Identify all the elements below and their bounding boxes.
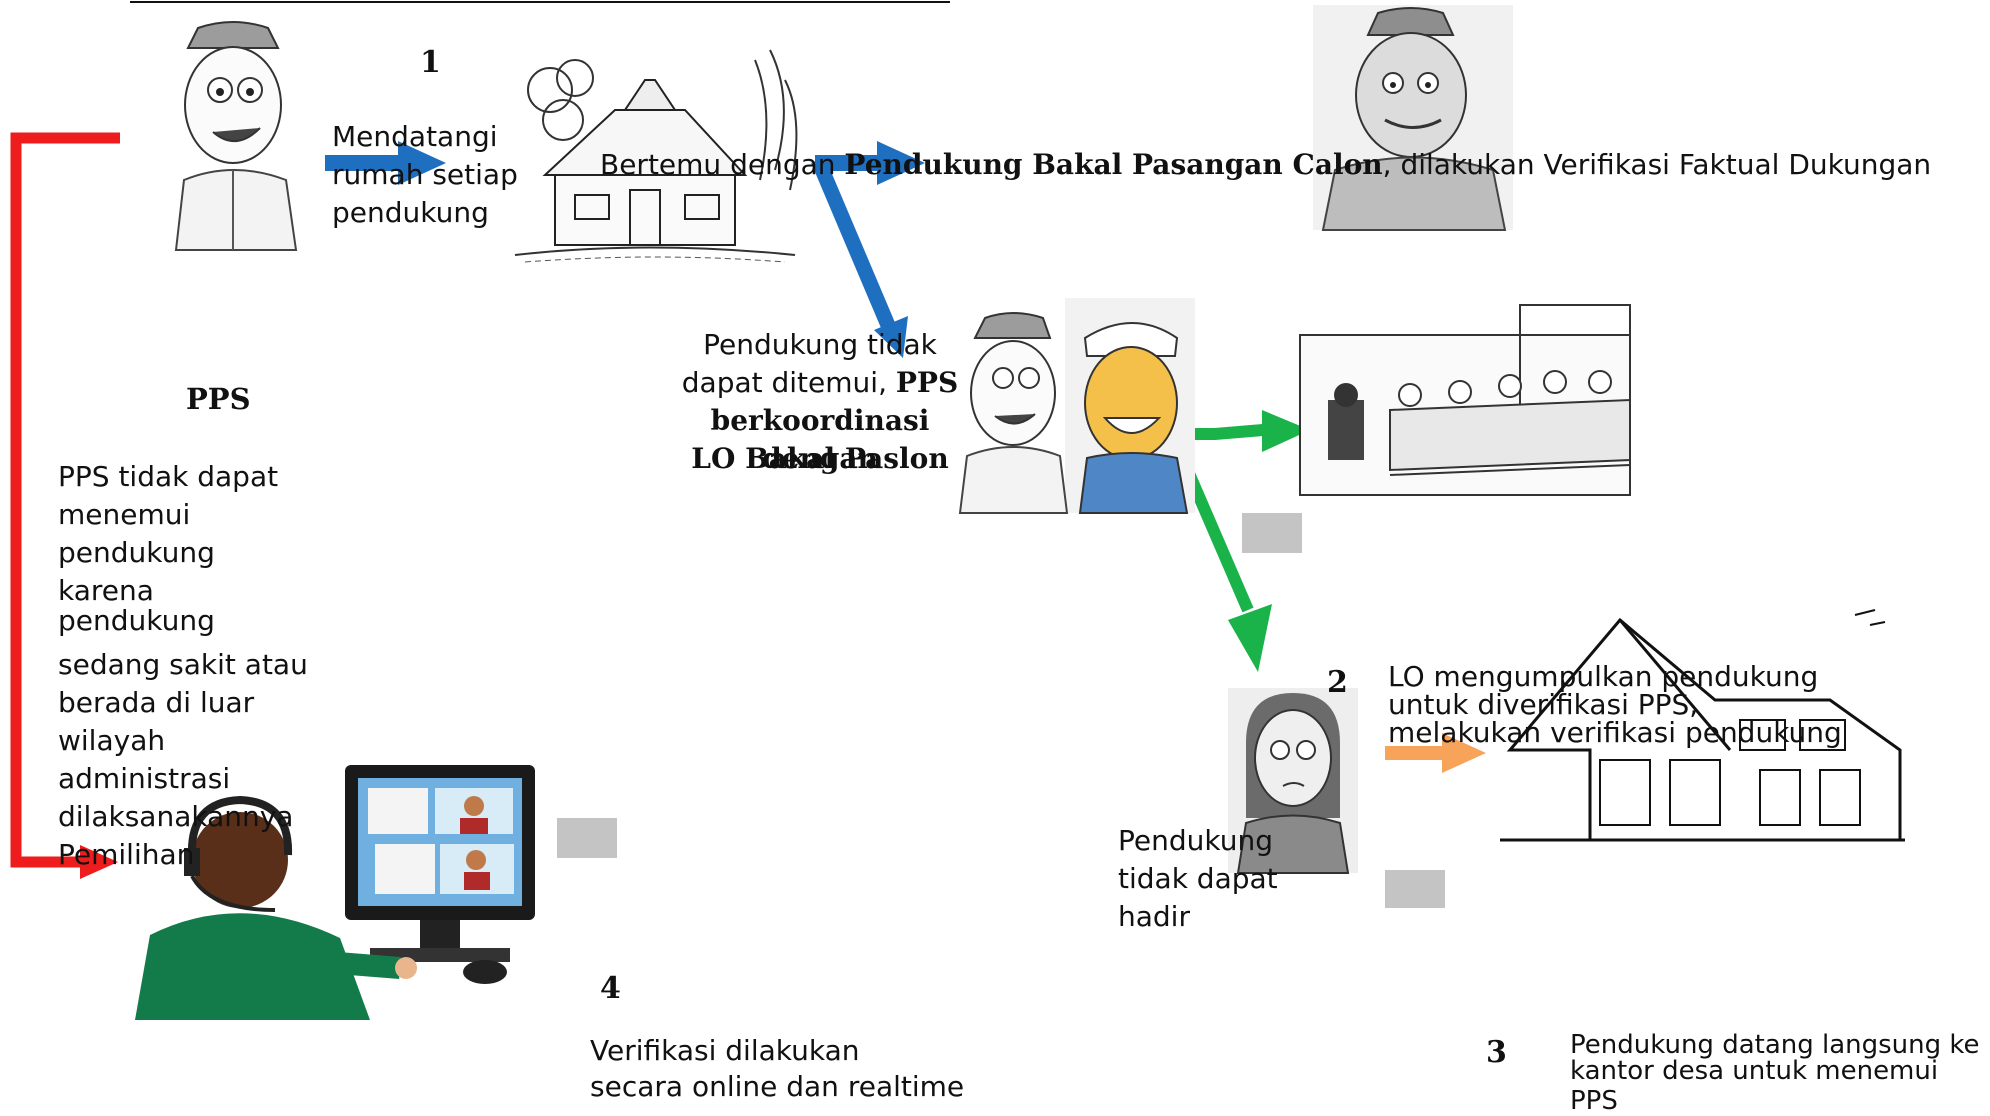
meet-text-post: , dilakukan Verifikasi Faktual Dukungan — [1382, 148, 1932, 181]
visit-text-line2: rumah setiap — [332, 158, 518, 191]
blue-arrow-meet — [815, 155, 880, 171]
step-number-3: 3 — [1486, 1035, 1507, 1070]
not-met-line3: berkoordinasi dengan — [710, 404, 930, 475]
cannot-meet-line: berada di luar — [58, 686, 255, 719]
meet-text: Bertemu dengan Pendukung Bakal Pasangan … — [600, 146, 1931, 184]
blue-arrow-meet-head — [877, 141, 925, 185]
not-met-line2: dapat ditemui, PPS — [680, 364, 960, 402]
cannot-meet-line: karena — [58, 574, 154, 607]
cannot-meet-line: administrasi — [58, 762, 231, 795]
orange-arrow-head — [1442, 733, 1486, 773]
step-number-1: 1 — [420, 45, 441, 80]
office-text-line: kantor desa untuk menemui PPS — [1570, 1056, 1939, 1116]
coordination-men-icon — [958, 298, 1195, 514]
blue-arrow-visit-head — [398, 141, 446, 185]
online-text-line: Verifikasi dilakukan — [590, 1034, 860, 1067]
lo-text-line: melakukan verifikasi pendukung — [1388, 716, 1842, 749]
cannot-meet-line: Pemilihan — [58, 838, 195, 871]
step-number-4: 4 — [600, 971, 621, 1006]
woman-icon — [1228, 688, 1358, 874]
not-met-line2-pre: dapat ditemui, — [681, 366, 896, 399]
green-arrow-absent-head — [1228, 604, 1272, 672]
visit-text-line3: pendukung — [332, 196, 489, 229]
absent-text-line: Pendukung — [1118, 824, 1273, 857]
placeholder-box-online — [557, 818, 617, 858]
placeholder-box-office — [1385, 870, 1445, 908]
meet-text-pre: Bertemu dengan — [600, 148, 845, 181]
pps-label: PPS — [186, 382, 251, 416]
cannot-meet-line: pendukung — [58, 536, 215, 569]
cannot-meet-line: wilayah — [58, 724, 166, 757]
blue-arrow-not-met-head — [874, 316, 908, 358]
placeholder-box-meeting — [1242, 513, 1302, 553]
cannot-meet-line: dilaksanakannya — [58, 800, 294, 833]
lo-text-line: untuk diverifikasi PPS, — [1388, 688, 1699, 721]
javanese-house-icon — [514, 49, 798, 263]
cannot-meet-line: PPS tidak dapat — [58, 460, 279, 493]
meeting-room-icon — [1299, 300, 1640, 500]
old-man-icon — [1313, 5, 1513, 231]
cannot-meet-line: menemui — [58, 498, 191, 531]
step-number-2: 2 — [1327, 665, 1348, 700]
man-cap-icon — [174, 21, 298, 251]
not-met-line1: Pendukung tidak — [703, 328, 937, 361]
red-arrow-head — [80, 845, 118, 879]
lo-text-line: LO mengumpulkan pendukung — [1388, 660, 1819, 693]
not-met-line4: LO Bakal Paslon — [691, 442, 949, 475]
cannot-meet-line: pendukung — [58, 604, 215, 637]
green-arrow-meeting-head — [1262, 410, 1310, 452]
cannot-meet-line: sedang sakit atau — [58, 648, 308, 681]
call-center-icon — [135, 765, 535, 1020]
office-text-line: Pendukung datang langsung ke — [1570, 1030, 1980, 1060]
village-office-icon — [1500, 609, 1905, 842]
blue-arrow-not-met — [811, 157, 897, 333]
absent-text-line: hadir — [1118, 900, 1190, 933]
not-met-line2-bold: PPS — [895, 366, 959, 399]
orange-arrow — [1385, 746, 1445, 760]
meet-text-bold: Pendukung Bakal Pasangan Calon — [844, 148, 1383, 181]
visit-text-line1: Mendatangi — [332, 120, 498, 153]
blue-arrow-visit — [325, 155, 403, 171]
online-text-line: secara online dan realtime — [590, 1070, 965, 1103]
red-arrow — [10, 132, 120, 868]
absent-text-line: tidak dapat — [1118, 862, 1278, 895]
